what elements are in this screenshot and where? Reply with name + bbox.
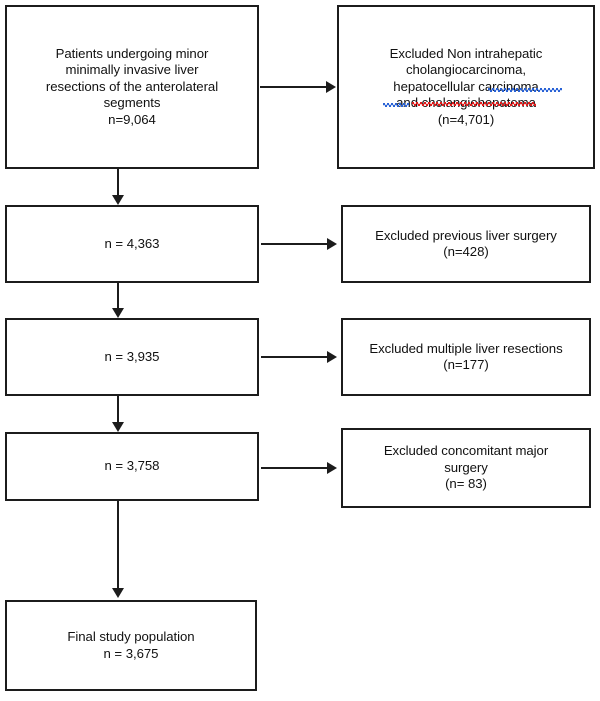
connector-line — [260, 86, 328, 88]
node-excluded-diagnosis-label: Excluded Non intrahepatic cholangiocarci… — [389, 45, 543, 127]
node-after-multiple-resections-exclusion: n = 3,758 — [5, 432, 259, 501]
node-excluded-diagnosis: Excluded Non intrahepatic cholangiocarci… — [337, 5, 595, 169]
node-excluded-multiple-resections-label: Excluded multiple liver resections (n=17… — [369, 340, 563, 372]
node-excluded-previous-surgery: Excluded previous liver surgery (n=428) — [341, 205, 591, 283]
node-after-previous-surgery-exclusion-label: n = 3,935 — [104, 348, 160, 364]
connector-line — [261, 467, 329, 469]
connector-line — [261, 356, 329, 358]
arrowhead-right-icon — [326, 81, 336, 93]
connector-line — [117, 169, 119, 197]
connector-line — [117, 396, 119, 424]
node-enrolled-population: Patients undergoing minor minimally inva… — [5, 5, 259, 169]
node-excluded-concomitant-surgery: Excluded concomitant major surgery (n= 8… — [341, 428, 591, 508]
arrowhead-right-icon — [327, 462, 337, 474]
node-enrolled-population-label: Patients undergoing minor minimally inva… — [45, 45, 219, 127]
connector-line — [117, 283, 119, 310]
node-after-previous-surgery-exclusion: n = 3,935 — [5, 318, 259, 396]
node-final-study-population-label: Final study population n = 3,675 — [67, 629, 195, 661]
arrowhead-right-icon — [327, 238, 337, 250]
connector-line — [261, 243, 329, 245]
node-after-diagnosis-exclusion-label: n = 4,363 — [104, 235, 160, 251]
node-excluded-multiple-resections: Excluded multiple liver resections (n=17… — [341, 318, 591, 396]
node-final-study-population: Final study population n = 3,675 — [5, 600, 257, 691]
arrowhead-down-icon — [112, 308, 124, 318]
spellcheck-squiggle-carcinoma-icon — [488, 88, 562, 92]
node-excluded-concomitant-surgery-label: Excluded concomitant major surgery (n= 8… — [383, 443, 549, 492]
node-after-multiple-resections-exclusion-label: n = 3,758 — [104, 458, 160, 474]
spellcheck-squiggle-cholangiohepatoma-icon — [412, 102, 536, 106]
node-excluded-previous-surgery-label: Excluded previous liver surgery (n=428) — [375, 227, 557, 259]
arrowhead-down-icon — [112, 195, 124, 205]
connector-line — [117, 501, 119, 590]
node-after-diagnosis-exclusion: n = 4,363 — [5, 205, 259, 283]
spellcheck-squiggle-and-icon — [383, 103, 409, 107]
arrowhead-down-icon — [112, 422, 124, 432]
arrowhead-right-icon — [327, 351, 337, 363]
arrowhead-down-icon — [112, 588, 124, 598]
